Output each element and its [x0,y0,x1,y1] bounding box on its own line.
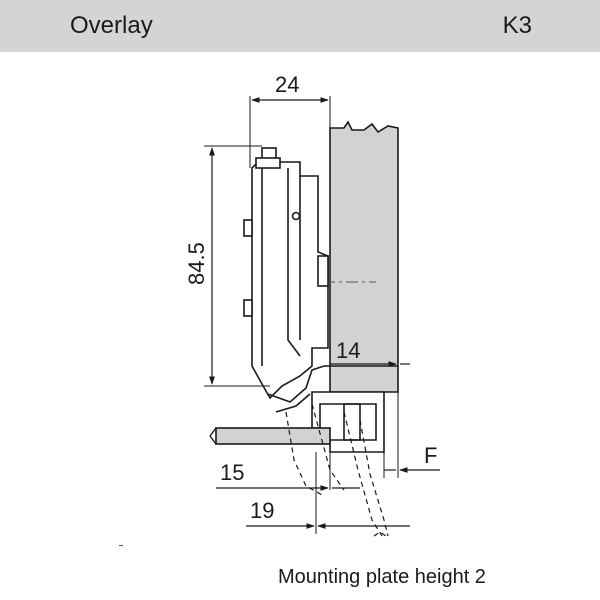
dim-15-label: 15 [220,460,244,485]
header-code: K3 [502,12,532,39]
hinge-body [243,147,330,413]
dim-19-label: 19 [250,498,274,523]
dim-84-5-label: 84.5 [184,242,209,285]
dimension-arrows [209,97,440,529]
footer-caption: Mounting plate height 2 [278,566,486,588]
dim-24-label: 24 [275,72,299,97]
extension-lines [204,96,399,534]
header-title: Overlay [70,12,153,39]
open-position-outline [285,403,389,537]
header-bar: Overlay K3 [0,0,600,52]
dim-14-label: 14 [336,338,360,363]
cabinet-panel [209,427,331,445]
stray-mark [119,545,123,546]
mounting-plate [311,391,385,453]
dim-f-label: F [424,443,437,468]
door-panel [329,120,399,393]
